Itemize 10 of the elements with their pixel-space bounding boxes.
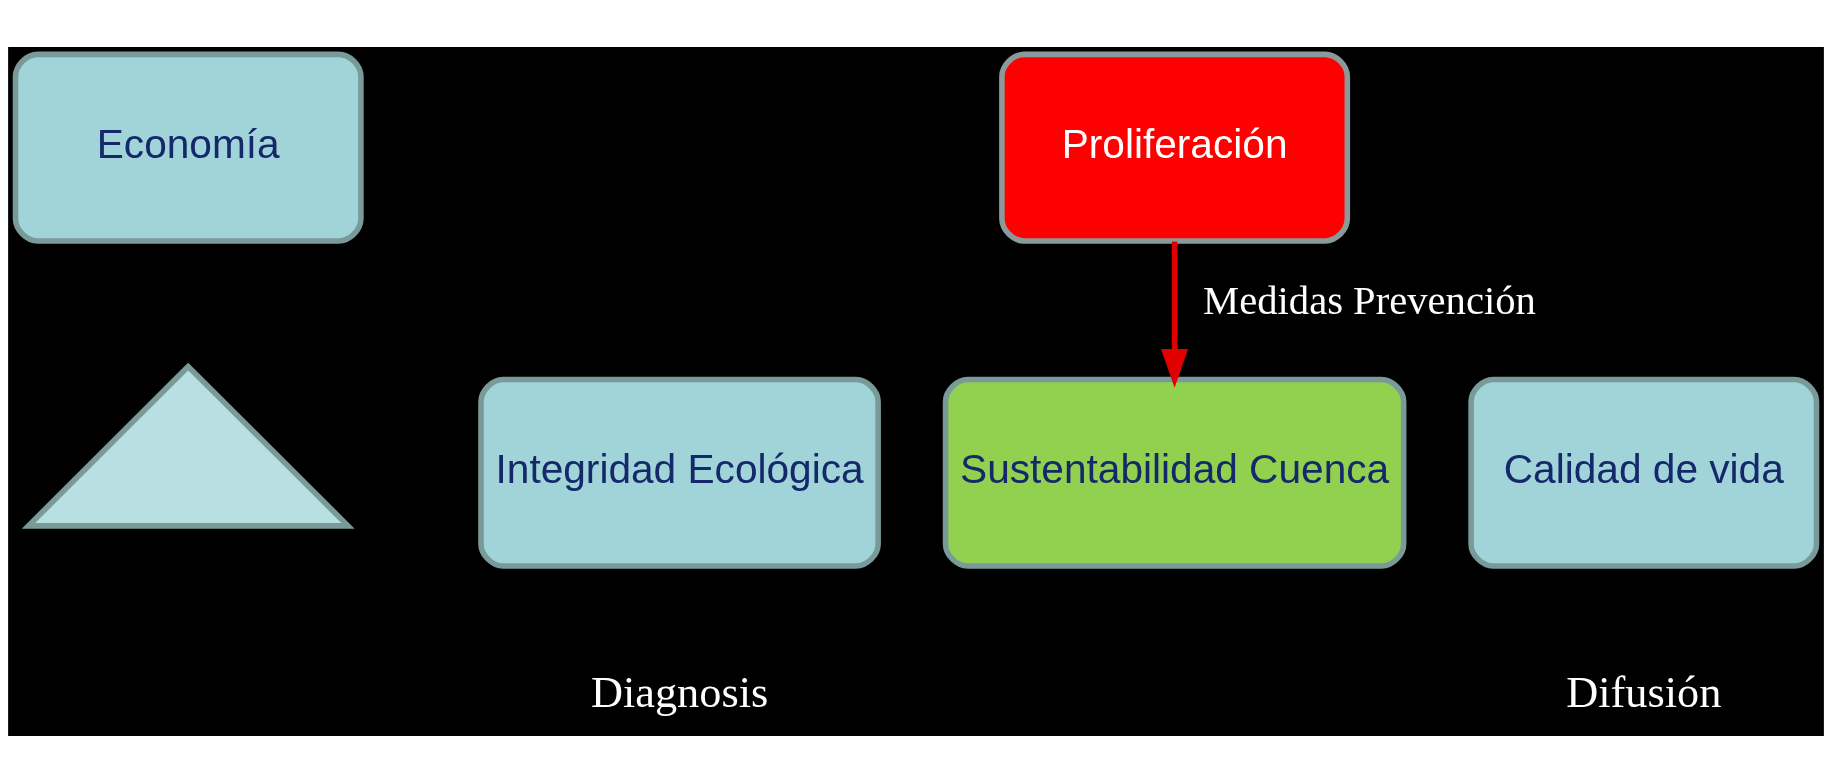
node-box: Calidad de vida [1468, 376, 1820, 569]
node-triangle [21, 362, 355, 529]
node-box: Integridad Ecológica [478, 376, 881, 569]
node-box: Economía [12, 51, 364, 244]
node-box: Sustentabilidad Cuenca [942, 376, 1407, 569]
label: Difusión [1566, 666, 1722, 717]
node-box: Proliferación [999, 51, 1351, 244]
arrow [1161, 241, 1189, 388]
edge-label: Medidas Prevención [1203, 278, 1536, 324]
label: Diagnosis [590, 666, 769, 717]
